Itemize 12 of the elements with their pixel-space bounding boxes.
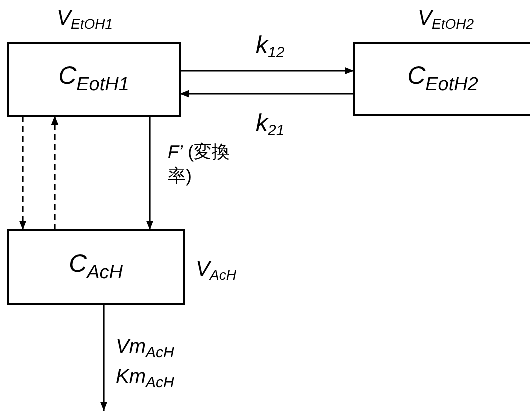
dashed-arrow <box>51 116 59 230</box>
volume-label: V$_{EtOH2}$ <box>418 8 474 32</box>
compartment-box: C$_{AcH}$ <box>7 229 185 305</box>
volume-label: V$_{EtOH1}$ <box>57 8 114 32</box>
arrow <box>180 67 354 75</box>
volume-label: V$_{AcH}$ <box>196 259 236 282</box>
compartment-box: C$_{EotH1}$ <box>7 42 181 117</box>
compartment-box: C$_{EotH2}$ <box>353 42 530 116</box>
arrow <box>146 116 154 230</box>
arrow <box>180 90 354 98</box>
arrow <box>100 304 108 411</box>
dashed-arrow <box>19 116 27 230</box>
